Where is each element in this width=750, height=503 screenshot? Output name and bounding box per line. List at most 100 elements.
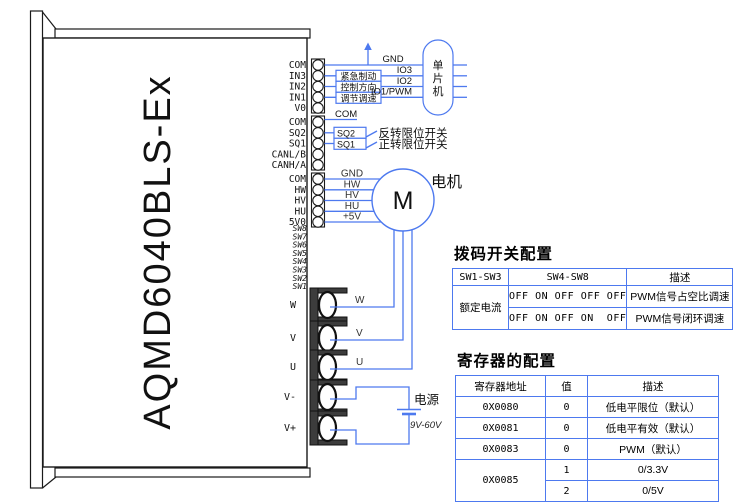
gnd-arrow-icon (364, 42, 372, 50)
mcu-net-labels: GND IO3 IO2 IO1/PWM (371, 54, 412, 98)
table-row: OFF ON OFF ON OFF PWM信号闭环调速 (453, 307, 734, 330)
dip-pin-label: SW2 (293, 274, 308, 283)
dip-pin-labels: SW8 SW7 SW6 SW5 SW4 SW3 SW2 SW1 (293, 224, 308, 291)
power-pin-label: V+ (284, 423, 296, 434)
pin-label: HV (295, 196, 307, 207)
power-pin-label: V- (284, 392, 296, 403)
hall-wire-label: HV (345, 190, 359, 201)
dip-desc: PWM信号闭环调速 (626, 307, 734, 330)
power-pin-label: U (290, 362, 296, 373)
pin-label: IN3 (289, 71, 306, 82)
register-section: 寄存器的配置 寄存器地址 值 描述 0X0080 0 低电平限位（默认） 0X0… (455, 349, 719, 502)
power-supply-labels: 电源 9V-60V (410, 393, 443, 431)
dip-pin-label: SW6 (293, 241, 308, 250)
reg-desc: 0/5V (587, 480, 719, 502)
reg-value: 0 (545, 438, 588, 460)
screw-terminal-vminus (309, 379, 348, 415)
dip-pin-label: SW3 (293, 266, 308, 275)
io-port-label: IO3 (397, 65, 412, 76)
pin-blocks (310, 58, 326, 228)
pin-label: V0 (295, 103, 307, 114)
motor-label: 电机 (431, 173, 463, 191)
pin-label: IN1 (289, 93, 306, 104)
motor-symbol: M 电机 (371, 168, 463, 232)
pin-label: HW (295, 185, 307, 196)
screw-terminal-u (309, 349, 348, 385)
limit-switches: COM SQ2 SQ1 反转限位开关 正转限位开关 (333, 109, 448, 151)
power-supply-label: 电源 (414, 393, 440, 407)
reg-table-title: 寄存器的配置 (457, 353, 557, 370)
pin-label: IN2 (289, 82, 306, 93)
reg-addr: 0X0083 (455, 438, 546, 460)
reg-value: 0 (545, 417, 588, 439)
reg-desc: 低电平限位（默认） (587, 396, 719, 418)
dip-desc: PWM信号占空比调速 (626, 285, 734, 308)
motor-m-label: M (393, 187, 414, 215)
pin-label: SQ1 (289, 139, 306, 150)
table-row: 0X0081 0 低电平有效（默认） (455, 417, 719, 439)
reg-desc: 低电平有效（默认） (587, 417, 719, 439)
reg-header-addr: 寄存器地址 (455, 375, 546, 397)
pin-labels: COM IN3 IN2 IN1 V0 COM SQ2 SQ1 CANL/B CA… (272, 60, 307, 228)
input-signal-label: 紧急制动 (340, 70, 376, 81)
hall-wire-label: GND (341, 169, 363, 180)
reg-value: 2 (545, 480, 588, 502)
table-row: 2 0/5V (456, 480, 719, 502)
register-table: 寄存器地址 值 描述 0X0080 0 低电平限位（默认） 0X0081 0 低… (455, 375, 719, 502)
dip-setting: OFF ON OFF OFF OFF (507, 285, 628, 308)
phase-wire-labels: W V U (355, 295, 365, 368)
switch-desc-label: 正转限位开关 (379, 137, 448, 151)
dip-pin-label: SW1 (293, 282, 307, 291)
input-signal-label: 调节调速 (340, 93, 376, 103)
table-row: 0X0080 0 低电平限位（默认） (455, 396, 719, 418)
pin-label: COM (289, 117, 306, 128)
reg-value: 1 (545, 459, 588, 481)
device-model-label: AQMD6040BLS-Ex (137, 74, 179, 429)
mcu-input-boxes: 紧急制动 控制方向 调节调速 (335, 69, 382, 104)
input-signal-label: 控制方向 (340, 81, 376, 92)
phase-wire-label: V (356, 328, 363, 339)
mcu-symbol: 单 片 机 (422, 39, 454, 116)
reg-addr: 0X0081 (455, 417, 546, 439)
switch-com-label: COM (335, 109, 357, 120)
reg-addr: 0X0080 (455, 396, 546, 418)
power-pin-labels: W V U V- V+ (284, 300, 297, 434)
hall-wire-label: +5V (343, 212, 361, 223)
dip-table-title: 拨码开关配置 (454, 246, 554, 263)
mcu-char: 单 (433, 59, 444, 72)
pin-label: 5V0 (289, 217, 306, 228)
reg-header-value: 值 (545, 375, 588, 397)
dip-header-sw48: SW4-SW8 (507, 268, 628, 286)
dip-group-label: 额定电流 (452, 285, 509, 330)
table-row: 0X0083 0 PWM（默认） (455, 438, 719, 460)
table-row: 0X0085 1 0/3.3V (455, 459, 719, 502)
reg-header-desc: 描述 (587, 375, 719, 397)
reg-value: 0 (545, 396, 588, 418)
mcu-char: 机 (433, 84, 444, 98)
dip-header-sw13: SW1-SW3 (452, 268, 509, 286)
reg-desc: PWM（默认） (587, 438, 719, 460)
dip-header-desc: 描述 (626, 268, 734, 286)
controller-enclosure: AQMD6040BLS-Ex (29, 10, 311, 489)
dip-pin-label: SW4 (293, 257, 308, 266)
mcu-char: 片 (433, 72, 444, 85)
power-pin-label: V (290, 333, 296, 344)
pin-label: CANH/A (272, 160, 307, 171)
gnd-net-label: GND (382, 54, 403, 65)
pin-label: SQ2 (289, 128, 306, 139)
dip-setting: OFF ON OFF ON OFF (507, 307, 628, 330)
io-port-label: IO2 (397, 76, 412, 87)
pin-label: HU (295, 207, 307, 218)
dip-switch-table: SW1-SW3 SW4-SW8 描述 额定电流 OFF ON OFF OFF O… (452, 268, 734, 330)
dip-pin-label: SW8 (293, 224, 308, 233)
io-port-label: IO1/PWM (371, 87, 412, 98)
dip-pin-label: SW5 (293, 249, 308, 258)
pin-label: COM (289, 60, 306, 71)
dip-switch-section: 拨码开关配置 SW1-SW3 SW4-SW8 描述 额定电流 OFF ON OF… (452, 242, 734, 330)
hall-wire-labels: GND HW HV HU +5V (341, 169, 363, 223)
table-row: 额定电流 OFF ON OFF OFF OFF PWM信号占空比调速 (452, 285, 734, 330)
hall-wire-label: HW (344, 179, 361, 190)
phase-wire-label: W (355, 295, 365, 306)
pin-label: COM (289, 174, 306, 185)
